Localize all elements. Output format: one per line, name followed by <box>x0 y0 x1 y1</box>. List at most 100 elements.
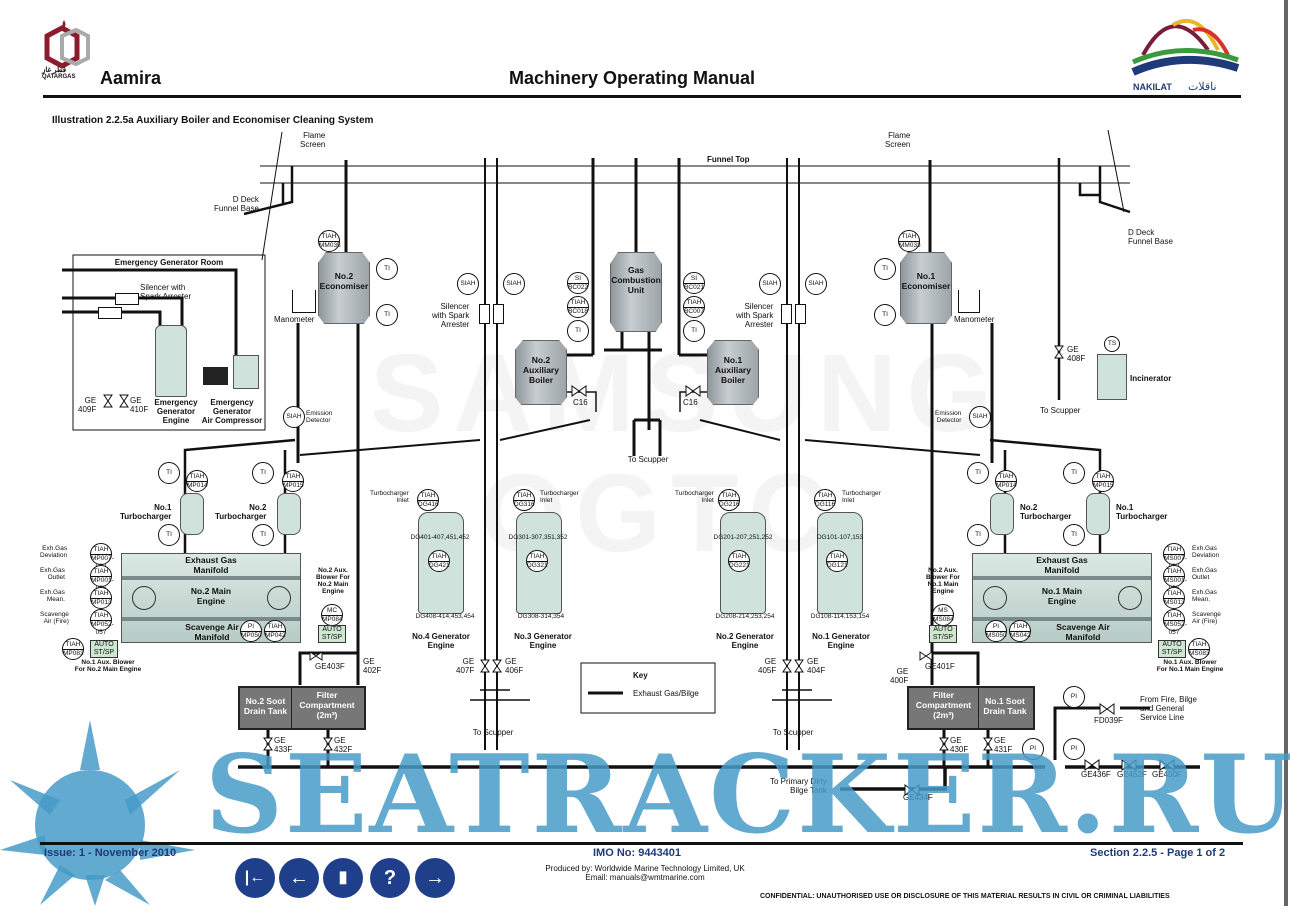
silencer-box <box>493 304 504 324</box>
siah-emission-right: SIAH <box>969 406 991 428</box>
emission-right-label: Emission Detector <box>935 410 962 424</box>
primary-bilge-label: To Primary Dirty Bilge Tank <box>770 777 827 795</box>
me2-side-label-3: Scavenge Air (Fire) <box>40 611 69 625</box>
valve-ge401f-label: GE401F <box>925 662 955 671</box>
silencer-box <box>479 304 490 324</box>
incinerator-label: Incinerator <box>1130 374 1172 383</box>
valve-ge432f-label: GE 432F <box>334 736 353 754</box>
valve-ge404f-label: GE 404F <box>807 657 826 675</box>
header-rule <box>43 95 1241 98</box>
siah-instrument: SIAH <box>457 273 479 295</box>
silencer-box <box>795 304 806 324</box>
valve-ge431f-label: GE 431F <box>994 736 1013 754</box>
generator-tag: DG301-307,351,352 <box>508 534 568 541</box>
main-engine-label: No.2 Main Engine <box>190 586 232 606</box>
ti-instrument: TI <box>874 258 896 280</box>
qatargas-name: QATARGAS <box>42 74 76 80</box>
me2-side-label-1: Exh.Gas Outlet <box>40 567 65 581</box>
page-edge-rule <box>1284 0 1288 906</box>
scavenge-manifold-label: Scavenge Air Manifold <box>1056 622 1110 642</box>
watermark-samsung: SAMSUNG <box>370 332 1003 455</box>
siah-instrument: SIAH <box>503 273 525 295</box>
flame-screen-left-label: Flame Screen <box>300 131 326 149</box>
valve-ge450f-label: GE450F <box>1152 770 1182 779</box>
emergency-room-frame <box>72 254 266 431</box>
valve-ge430f-label: GE 430F <box>950 736 969 754</box>
valve-ge408f-label: GE 408F <box>1067 345 1086 363</box>
turbo-inlet-label: Turbocharger Inlet <box>675 490 714 504</box>
emergency-silencer-2 <box>98 307 122 319</box>
silencer-box <box>781 304 792 324</box>
ts-instrument: TS <box>1104 336 1120 352</box>
previous-page-button[interactable]: ← <box>279 858 319 898</box>
emergency-air-compressor-label: Emergency Generator Air Compressor <box>201 398 263 425</box>
footer-rule <box>40 842 1243 845</box>
nakilat-arabic: ناقلات <box>1188 81 1217 93</box>
nakilat-logo: NAKILAT ناقلات <box>1128 10 1240 93</box>
generator-tag: DG201-207,251,252 <box>713 534 773 541</box>
ti-instrument: TI <box>252 462 274 484</box>
generator-tag: DG108-114,153,154 <box>810 613 870 620</box>
valve-c16-left-label: C16 <box>573 398 588 407</box>
no1-filter-compartment: Filter Compartment (2m³) <box>909 688 979 728</box>
no1-soot-drain-tank: No.1 Soot Drain Tank <box>983 696 1027 716</box>
pi-instrument: PI <box>1063 686 1085 708</box>
me2-side-label-2: Exh.Gas Mean. <box>40 589 65 603</box>
valve-ge403f-label: GE403F <box>315 662 345 671</box>
footer-confidential: CONFIDENTIAL: UNAUTHORISED USE OR DISCLO… <box>760 893 1170 900</box>
emergency-generator-engine-icon <box>155 325 187 397</box>
emergency-generator-engine-label: Emergency Generator Engine <box>154 398 198 425</box>
key-title: Key <box>633 671 648 680</box>
sun-logo-icon <box>0 700 200 906</box>
qatargas-logo: قطر غاز QATARGAS <box>42 18 92 80</box>
silencer-left-label: Silencer with Spark Arrester <box>432 302 470 329</box>
me1-side-label-3: Scavenge Air (Fire) <box>1192 611 1221 625</box>
nakilat-name: NAKILAT <box>1133 82 1172 92</box>
key-frame <box>580 662 716 714</box>
scupper-label-2: To Scupper <box>772 728 814 737</box>
generator-tag: DG401-407,451,452 <box>410 534 470 541</box>
incinerator-scupper-label: To Scupper <box>1040 406 1081 415</box>
auto-st-sp-button: AUTO ST/SP <box>90 640 118 658</box>
bookmark-button[interactable]: ▮ <box>323 858 363 898</box>
ti-instrument: TI <box>967 462 989 484</box>
help-button[interactable]: ? <box>370 858 410 898</box>
footer-imo: IMO No: 9443401 <box>593 847 682 859</box>
valve-ge406f-label: GE 406F <box>505 657 524 675</box>
funnel-top-label: Funnel Top <box>707 155 750 164</box>
generator-tag: DG308-314,354 <box>517 613 565 620</box>
qatargas-arabic: قطر غاز <box>42 67 67 74</box>
ti-instrument: TI <box>158 524 180 546</box>
first-page-button[interactable]: |← <box>235 858 275 898</box>
valve-ge405f-label: GE 405F <box>758 657 777 675</box>
manometer-icon <box>958 290 980 313</box>
ti-instrument: TI <box>376 258 398 280</box>
footer-issue: Issue: 1 - November 2010 <box>44 847 177 859</box>
ti-instrument: TI <box>874 304 896 326</box>
scupper-label-1: To Scupper <box>472 728 514 737</box>
turbo-inlet-label: Turbocharger Inlet <box>842 490 881 504</box>
auto-st-sp-button: AUTO ST/SP <box>318 625 346 643</box>
ti-instrument: TI <box>967 524 989 546</box>
generator-engine-body <box>720 512 766 614</box>
next-page-button[interactable]: → <box>415 858 455 898</box>
no1-auxiliary-boiler: No.1 Auxiliary Boiler <box>707 340 759 405</box>
valve-ge409f-label: GE 409F <box>78 396 97 414</box>
siah-emission-left: SIAH <box>283 406 305 428</box>
